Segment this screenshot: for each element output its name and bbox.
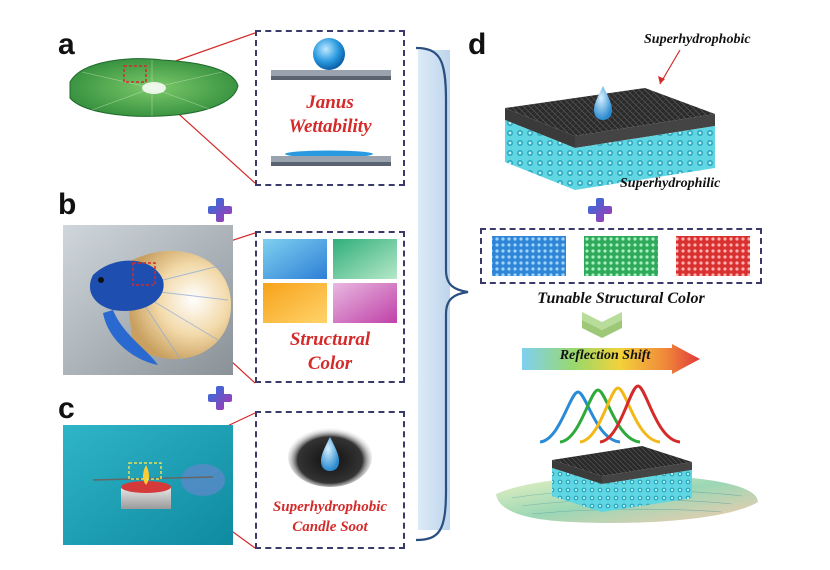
membrane-on-substrate [496, 446, 758, 524]
betta-fish-image [63, 225, 233, 375]
combine-brace [415, 46, 469, 542]
panel-label-c: c [58, 392, 75, 425]
panel-label-d: d [468, 28, 487, 61]
janus-wettability-box: Janus Wettability [255, 30, 405, 186]
tunable-color-swatches [492, 236, 750, 276]
structural-caption-line2: Color [307, 353, 353, 374]
candle-image [63, 425, 233, 545]
panel-label-b: b [58, 188, 77, 221]
structural-color-swatches [263, 239, 397, 323]
structural-caption-line1: Structural [289, 329, 371, 350]
soot-caption-line2: Candle Soot [292, 519, 368, 535]
janus-caption-line1: Janus [306, 92, 354, 113]
panel-label-a: a [58, 28, 75, 61]
lotus-leaf-image [69, 58, 239, 117]
janus-wettability-diagram [271, 38, 391, 166]
plus-icon-3 [588, 198, 612, 222]
tunable-color-caption: Tunable Structural Color [537, 290, 705, 307]
superhydrophobic-label: Superhydrophobic [644, 32, 751, 47]
chevron-down-icon [582, 312, 622, 338]
soot-caption-line1: Superhydrophobic [272, 499, 388, 515]
janus-membrane-block [505, 86, 715, 190]
superhydrophilic-label: Superhydrophilic [620, 176, 721, 191]
candle-soot-droplet [288, 427, 372, 487]
candle-soot-box: Superhydrophobic Candle Soot [255, 411, 405, 549]
reflection-shift-label: Reflection Shift [559, 348, 651, 363]
plus-icon-1 [208, 198, 232, 222]
reflection-shift-arrow [522, 344, 700, 374]
reflection-spectra [539, 384, 681, 444]
structural-color-box: Structural Color [255, 231, 405, 383]
tunable-color-strip [480, 228, 762, 284]
plus-icon-2 [208, 386, 232, 410]
janus-caption-line2: Wettability [288, 116, 372, 137]
